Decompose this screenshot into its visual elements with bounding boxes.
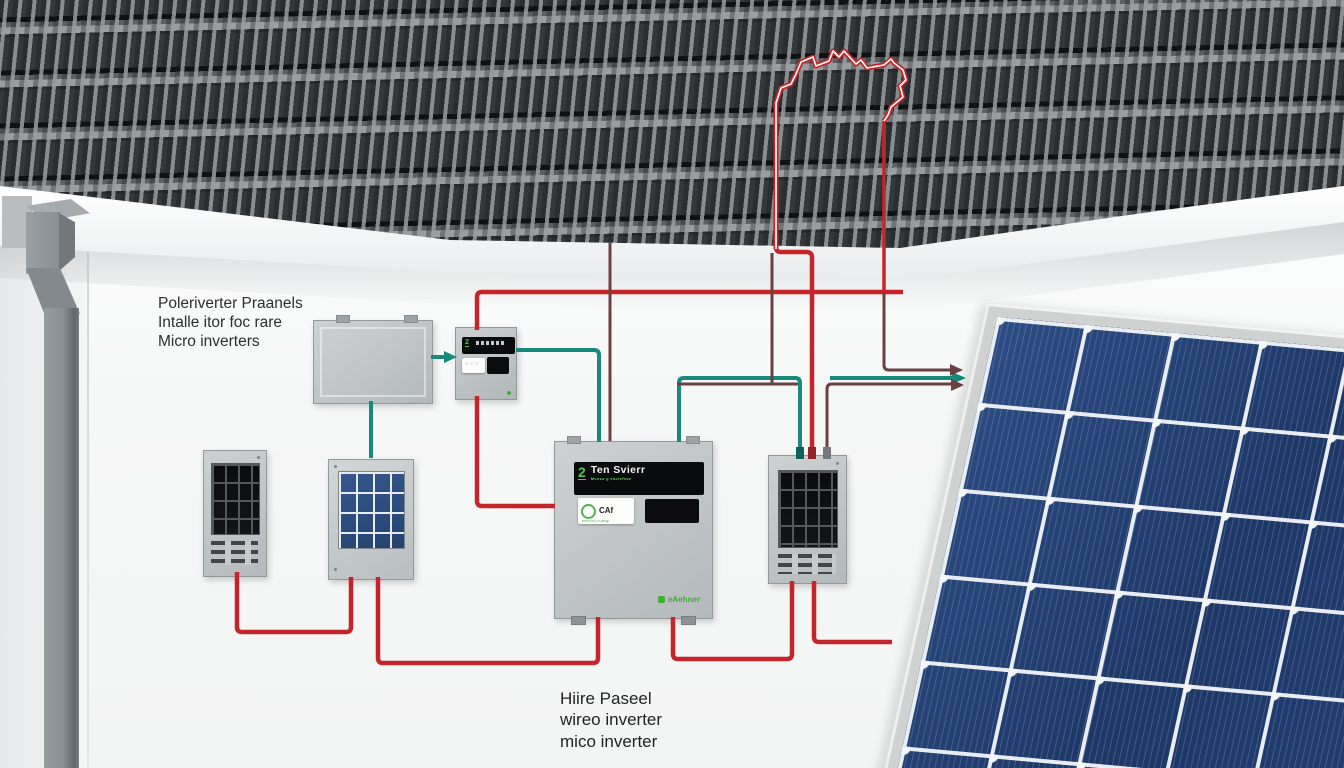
inverter-display-number: 2 bbox=[578, 464, 586, 480]
junction-display: 2 bbox=[462, 337, 515, 354]
pv-cell-window bbox=[778, 470, 838, 548]
wall-corner-edge bbox=[87, 252, 89, 768]
micro-inverter-right bbox=[768, 455, 847, 584]
brand-icon bbox=[657, 596, 665, 603]
brand-icon bbox=[507, 391, 511, 395]
flat-panel-box bbox=[313, 315, 433, 404]
junction-display-number: 2 bbox=[465, 339, 469, 347]
junction-white-label bbox=[462, 358, 485, 373]
mount-clip bbox=[404, 315, 418, 323]
annotation-line: wireo inverter bbox=[560, 710, 663, 730]
screw bbox=[334, 465, 337, 468]
flat-panel-frame bbox=[320, 327, 426, 397]
annotation-line: Micro inverters bbox=[158, 332, 260, 350]
micro-inverter-left bbox=[203, 450, 267, 577]
annotation-top-left: Poleriverter Praanels Intalle itor foc r… bbox=[158, 295, 303, 352]
screw bbox=[334, 568, 337, 571]
pv-module-small bbox=[328, 459, 414, 580]
inverter-display-subtext: Mvvso g vscrefvse bbox=[590, 475, 632, 481]
junction-box: 2 bbox=[455, 327, 517, 400]
inverter-foot bbox=[681, 616, 696, 625]
annotation-line: Intalle itor foc rare bbox=[158, 313, 283, 331]
mount-tab bbox=[567, 436, 581, 444]
annotation-line: Poleriverter Praanels bbox=[158, 295, 303, 312]
pv-cell-window bbox=[211, 463, 260, 535]
pv-cells-blue bbox=[338, 471, 405, 549]
downspout-elbow-front bbox=[26, 212, 60, 274]
brand-text: eAehner bbox=[667, 595, 700, 604]
downspout-pipe bbox=[44, 308, 79, 768]
junction-black-label bbox=[487, 357, 509, 374]
inverter-white-label: CAf mvlm brv w sangl bbox=[578, 498, 634, 524]
screw bbox=[836, 462, 839, 465]
junction-display-text bbox=[476, 341, 506, 345]
inverter-display: 2 Ten Svierr Mvvso g vscrefvse bbox=[574, 462, 704, 495]
inverter-display-title: Ten Svierr Mvvso g vscrefvse bbox=[590, 464, 646, 481]
inverter-box: 2 Ten Svierr Mvvso g vscrefvse CAf mvlm … bbox=[554, 436, 713, 625]
mount-tab bbox=[686, 436, 700, 444]
annotation-bottom: Hiire Paseel wireo inverter mico inverte… bbox=[560, 688, 662, 752]
inverter-dark-window bbox=[645, 499, 699, 523]
screw bbox=[257, 456, 260, 459]
junction-brand-mark bbox=[507, 391, 511, 395]
green-ring-icon bbox=[581, 503, 596, 519]
vent-grille bbox=[778, 554, 836, 574]
inverter-brand: eAehner bbox=[657, 595, 700, 604]
inverter-foot bbox=[571, 616, 586, 625]
inverter-label-title: CAf bbox=[599, 506, 614, 515]
vent-grille bbox=[211, 541, 258, 565]
annotation-line: mico inverter bbox=[560, 731, 658, 751]
annotation-line: Hiire Paseel bbox=[560, 689, 652, 708]
fascia-board bbox=[0, 186, 1344, 312]
inverter-label-subtext: mvlm brv w sangl bbox=[582, 519, 610, 523]
downspout-elbow-side bbox=[59, 213, 75, 271]
mount-clip bbox=[336, 315, 350, 323]
label-text bbox=[465, 362, 479, 365]
